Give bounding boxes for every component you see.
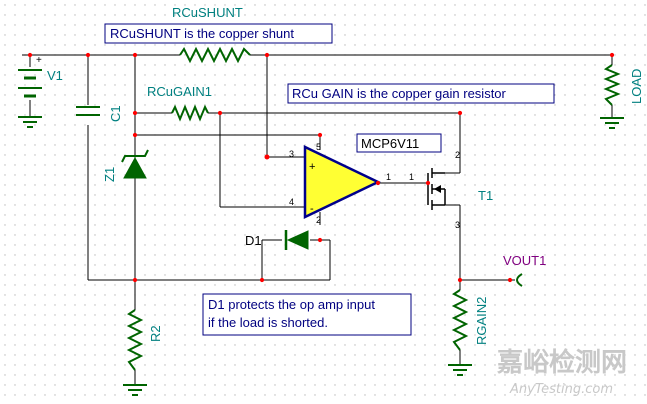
c1-label: C1	[108, 105, 123, 122]
watermark-cn: 嘉峪检测网	[497, 347, 627, 378]
resistor-rcugain1-symbol	[171, 104, 209, 122]
rcushunt-label: RCuSHUNT	[172, 5, 243, 20]
capacitor-c1-symbol	[76, 106, 100, 116]
note-box-gain	[287, 83, 555, 104]
opamp-label-overlay: MCP6V11	[361, 136, 419, 151]
note-box-d1	[202, 293, 412, 336]
v1-label: V1	[47, 68, 63, 83]
t1-source-pin-label: 3	[455, 220, 460, 230]
mosfet-t1-arrow	[434, 185, 441, 193]
vout-terminal	[516, 273, 523, 287]
rgain2-label: RGAIN2	[474, 297, 489, 345]
zener-z1-symbol	[121, 149, 149, 179]
pin-3-label: 3	[289, 149, 294, 159]
note-gain-text: RCu GAIN is the copper gain resistor	[292, 86, 507, 101]
load-label: LOAD	[629, 69, 644, 104]
d1-label: D1	[245, 233, 262, 248]
t1-drain-pin-label: 2	[455, 150, 460, 160]
z1-label: Z1	[102, 167, 117, 182]
note-box-opamp	[356, 133, 442, 153]
resistor-rgain2-symbol	[451, 289, 469, 351]
opamp-minus-sign: -	[310, 203, 314, 215]
vout-label: VOUT1	[503, 253, 546, 268]
pin-5-label: 5	[316, 142, 321, 152]
pin-4-label: 4	[289, 197, 294, 207]
opamp-mcp6v11-symbol	[303, 145, 381, 219]
note-box-shunt	[104, 23, 333, 44]
battery-plus-sign: +	[36, 55, 42, 66]
resistor-rcushunt-symbol	[179, 46, 251, 64]
r2-label: R2	[148, 325, 163, 342]
pin-2-label: 2	[316, 215, 321, 225]
node-marks	[27, 52, 615, 283]
note-d1-line2: if the load is shorted.	[208, 315, 328, 330]
watermark-en: AnyTesting.com	[509, 382, 613, 397]
t1-label: T1	[478, 188, 493, 203]
opamp-plus-sign: +	[309, 161, 315, 173]
ground-symbols	[18, 116, 624, 396]
battery-v1-symbol	[18, 69, 42, 98]
diode-d1-symbol	[284, 230, 309, 250]
resistor-load-symbol	[603, 64, 621, 106]
note-d1-line1: D1 protects the op amp input	[208, 297, 375, 312]
note-shunt-text: RCuSHUNT is the copper shunt	[110, 26, 294, 41]
pin-1-out-label: 1	[386, 172, 391, 182]
t1-gate-pin-label: 1	[409, 172, 414, 182]
rcugain1-label: RCuGAIN1	[147, 84, 212, 99]
resistor-r2-symbol	[126, 309, 144, 371]
